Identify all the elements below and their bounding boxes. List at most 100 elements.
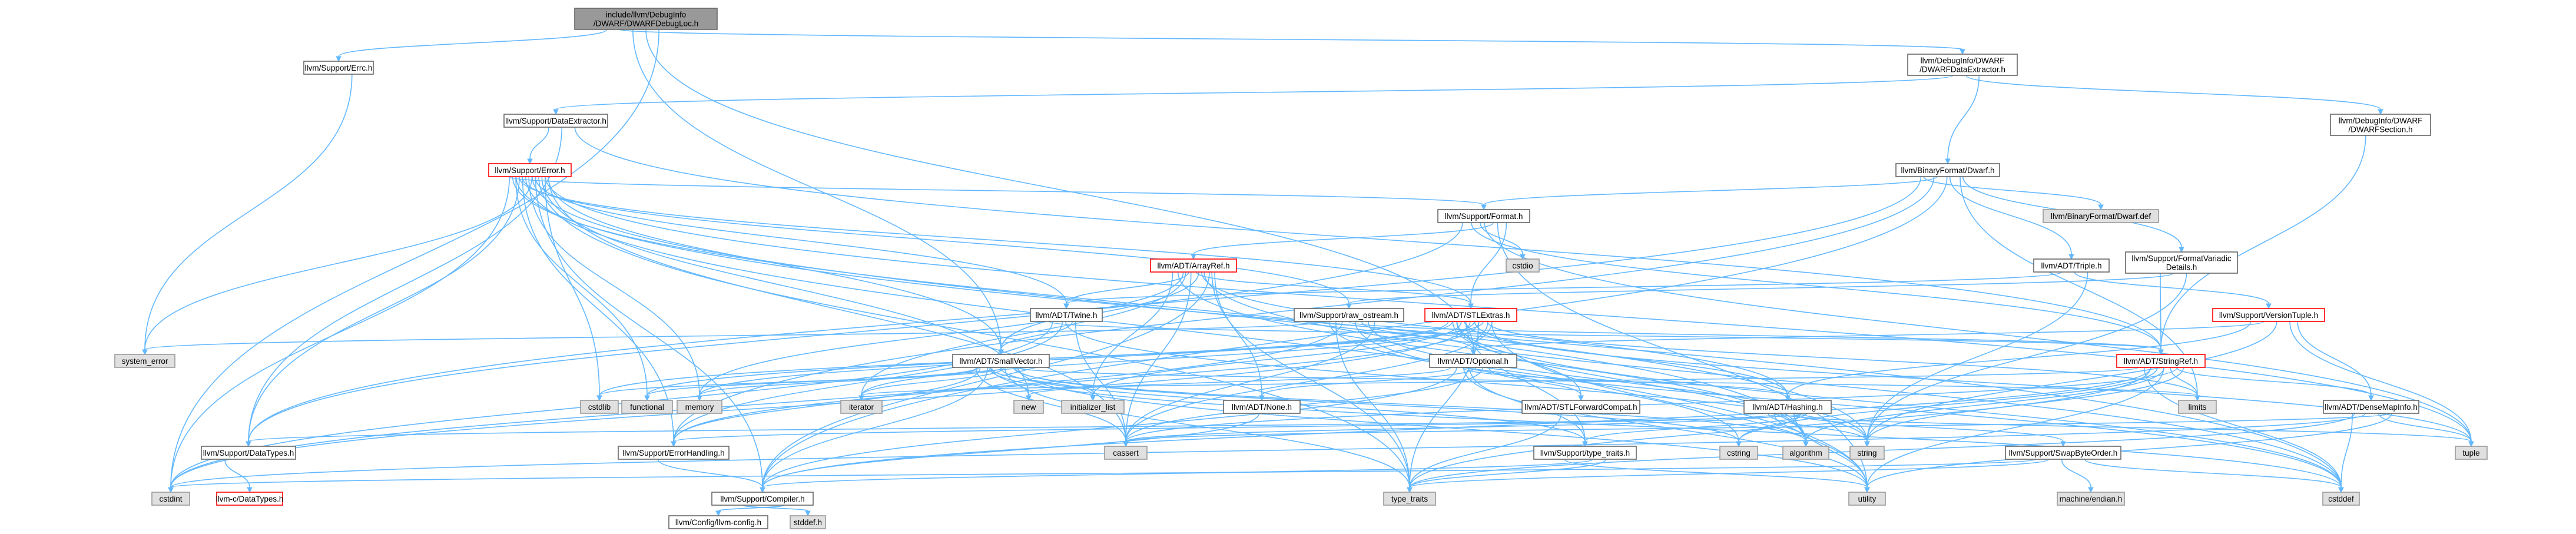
node-string: string (1849, 446, 1885, 460)
node-label: llvm/ADT/ArrayRef.h (1157, 261, 1229, 270)
edge-dwarf_h-to-format_h (1481, 176, 1938, 211)
edge-raw_ostream-to-type_traits (1335, 321, 1413, 493)
edge-version_tuple-to-optional (1470, 321, 2265, 356)
node-label: system_error (122, 357, 168, 366)
node-arrayref[interactable]: llvm/ADT/ArrayRef.h (1150, 258, 1237, 273)
node-smallvector[interactable]: llvm/ADT/SmallVector.h (952, 354, 1050, 368)
node-raw-ostream[interactable]: llvm/Support/raw_ostream.h (1294, 308, 1404, 322)
node-limits: limits (2178, 400, 2217, 414)
node-type-traits-h[interactable]: llvm/Support/type_traits.h (1533, 446, 1637, 460)
node-cstddef: cstddef (2322, 492, 2360, 506)
edge-optional-to-new (1026, 367, 1451, 402)
node-llvm-config[interactable]: llvm/Config/llvm-config.h (668, 515, 768, 529)
node-label: memory (685, 403, 714, 412)
node-stlforward[interactable]: llvm/ADT/STLForwardCompat.h (1521, 400, 1640, 414)
node-label: cassert (1113, 449, 1139, 457)
node-label: llvm/Support/Errc.h (305, 64, 373, 72)
node-dwarf-data-extractor[interactable]: llvm/DebugInfo/DWARF/DWARFDataExtractor.… (1907, 54, 2018, 76)
edge-error_h-to-memory (528, 176, 702, 402)
node-label: llvm/Support/type_traits.h (1540, 449, 1630, 457)
node-stlextras[interactable]: llvm/ADT/STLExtras.h (1424, 308, 1517, 322)
node-label: llvm/Support/Error.h (495, 166, 565, 175)
node-root[interactable]: include/llvm/DebugInfo/DWARF/DWARFDebugL… (574, 8, 718, 30)
node-label: llvm/BinaryFormat/Dwarf.def (2051, 212, 2151, 221)
node-swapbyteorder[interactable]: llvm/Support/SwapByteOrder.h (2005, 446, 2121, 460)
node-algorithm: algorithm (1782, 446, 1829, 460)
edge-format_variadic-to-raw_ostream (1346, 273, 2174, 310)
node-label: llvm/Support/VersionTuple.h (2219, 311, 2318, 320)
edge-error_h-to-datatypes (246, 176, 520, 447)
edge-dwarf_h-to-dwarf_def (1923, 176, 2104, 211)
node-datatypes[interactable]: llvm/Support/DataTypes.h (201, 446, 296, 460)
node-stringref[interactable]: llvm/ADT/StringRef.h (2116, 354, 2206, 368)
node-label: llvm/ADT/DenseMapInfo.h (2325, 403, 2418, 412)
edge-smallvector-to-cstdlib (596, 367, 1003, 402)
node-hashing[interactable]: llvm/ADT/Hashing.h (1743, 400, 1832, 414)
dependency-nodes: include/llvm/DebugInfo/DWARF/DWARFDebugL… (114, 8, 2488, 529)
edge-version_tuple-to-tuple (2289, 321, 2474, 447)
edge-type_traits_h-to-type_traits (1407, 459, 1607, 493)
edge-format_h-to-stringref (1471, 222, 2164, 356)
edge-dwarf_data_extractor-to-data_extractor (553, 75, 1954, 115)
node-none[interactable]: llvm/ADT/None.h (1223, 400, 1301, 414)
node-label: machine/endian.h (2060, 495, 2123, 503)
node-system-error: system_error (114, 354, 175, 368)
node-label: llvm/ADT/Optional.h (1438, 357, 1509, 366)
node-cstring: cstring (1719, 446, 1758, 460)
node-version-tuple[interactable]: llvm/Support/VersionTuple.h (2212, 308, 2325, 322)
edge-densemapinfo-to-tuple (2378, 413, 2474, 447)
edge-type_traits_h-to-utility (1564, 459, 1870, 493)
node-label: /DWARFSection.h (2348, 125, 2412, 134)
node-label: algorithm (1789, 449, 1822, 457)
edge-compiler-to-llvm_config (715, 505, 784, 517)
edge-root-to-cstdint (168, 29, 659, 493)
node-format-h[interactable]: llvm/Support/Format.h (1437, 209, 1530, 223)
node-optional[interactable]: llvm/ADT/Optional.h (1429, 354, 1517, 368)
edge-error_h-to-format_h (508, 176, 1487, 211)
node-err-h[interactable]: llvm/Support/Errc.h (303, 61, 374, 75)
node-label: llvm/ADT/Twine.h (1035, 311, 1097, 320)
edge-format_variadic-to-stringref (2158, 273, 2164, 356)
node-label: include/llvm/DebugInfo (606, 11, 687, 19)
node-iterator: iterator (840, 400, 883, 414)
node-densemapinfo[interactable]: llvm/ADT/DenseMapInfo.h (2323, 400, 2419, 414)
node-llvmc-datatypes[interactable]: llvm-c/DataTypes.h (216, 492, 284, 506)
edge-error_handling-to-compiler (657, 459, 765, 493)
node-cstdint: cstdint (151, 492, 190, 506)
node-data-extractor[interactable]: llvm/Support/DataExtractor.h (503, 114, 608, 128)
edge-data_extractor-to-error_h (527, 127, 549, 165)
node-compiler[interactable]: llvm/Support/Compiler.h (711, 492, 814, 506)
edge-type_traits_h-to-compiler (760, 459, 1593, 493)
node-label: utility (1858, 495, 1877, 503)
edge-error_h-to-type_traits (538, 176, 1413, 493)
edge-root-to-err_h (336, 29, 608, 62)
node-label: /DWARF/DWARFDebugLoc.h (594, 19, 698, 28)
node-triple[interactable]: llvm/ADT/Triple.h (2033, 258, 2110, 273)
node-machine-endian: machine/endian.h (2057, 492, 2125, 506)
edge-arrayref-to-iterator (858, 271, 1186, 402)
edge-format_h-to-arrayref (1191, 222, 1494, 260)
edge-smallvector-to-memory (697, 367, 979, 402)
edge-swapbyteorder-to-cstddef (2084, 459, 2344, 493)
node-label: type_traits (1391, 495, 1428, 503)
node-label: cstdlib (588, 403, 611, 412)
node-cstdlib: cstdlib (580, 400, 619, 414)
edge-compiler-to-stddef (742, 505, 811, 517)
node-dwarf-h[interactable]: llvm/BinaryFormat/Dwarf.h (1895, 163, 2000, 177)
edge-smallvector-to-functional (644, 367, 978, 402)
edge-version_tuple-to-densemapinfo (2297, 321, 2374, 402)
node-twine[interactable]: llvm/ADT/Twine.h (1030, 308, 1103, 322)
node-label: string (1857, 449, 1877, 457)
node-label: llvm/Support/Format.h (1445, 212, 1523, 221)
node-label: llvm/ADT/None.h (1232, 403, 1292, 412)
node-label: llvm/Support/DataExtractor.h (505, 117, 606, 125)
node-label: llvm/Config/llvm-config.h (675, 518, 761, 527)
node-error-h[interactable]: llvm/Support/Error.h (488, 163, 572, 177)
edge-hashing-to-string (1768, 413, 1870, 447)
edge-format_h-to-stlextras (1468, 222, 1507, 310)
node-dwarf-section[interactable]: llvm/DebugInfo/DWARF/DWARFSection.h (2330, 114, 2431, 136)
node-error-handling[interactable]: llvm/Support/ErrorHandling.h (618, 446, 730, 460)
edge-stringref-to-limits (2170, 367, 2200, 402)
